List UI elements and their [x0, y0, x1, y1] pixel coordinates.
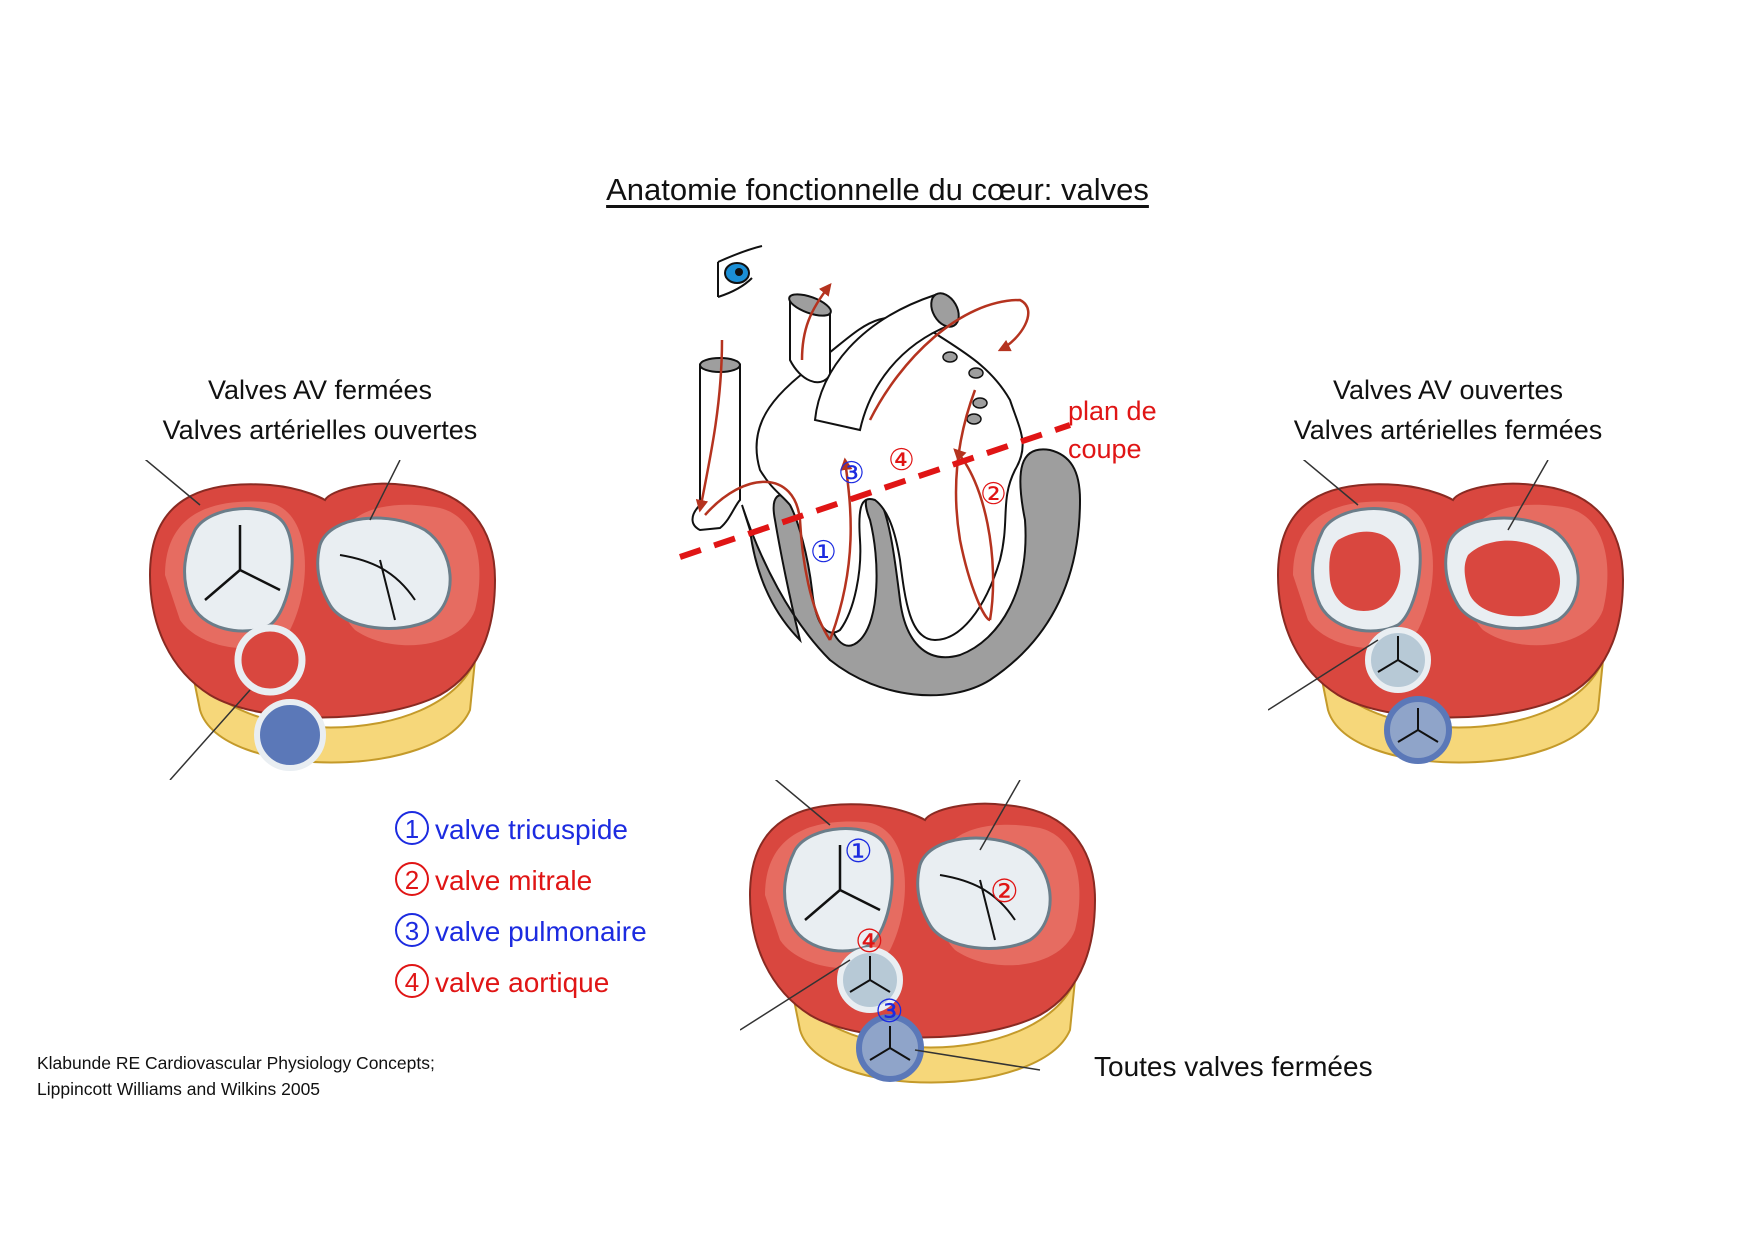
cross-section-right [1268, 460, 1625, 764]
heart-marker-2: ② [980, 478, 1007, 511]
reference-line2: Lippincott Williams and Wilkins 2005 [37, 1079, 321, 1099]
eye-icon [717, 245, 763, 298]
legend-text-tricuspid: valve tricuspide [435, 814, 628, 845]
bottom-marker-1: ① [844, 833, 873, 869]
reference-line1: Klabunde RE Cardiovascular Physiology Co… [37, 1053, 435, 1073]
heart-marker-4: ④ [888, 444, 915, 477]
bottom-marker-3: ③ [875, 993, 904, 1029]
pulmonary-valve-open [254, 699, 326, 771]
cross-section-bottom: ① ② ④ ③ [740, 780, 1097, 1084]
cross-section-left [144, 460, 497, 780]
blood-flow-arrows [695, 283, 1030, 641]
right-panel-caption-line2: Valves artérielles fermées [1293, 415, 1603, 445]
legend-text-mitral: valve mitrale [435, 865, 593, 896]
left-panel-caption: Valves AV fermées Valves artérielles ouv… [120, 370, 520, 450]
bottom-marker-4: ④ [855, 923, 884, 959]
legend-marker-1: 1 [395, 811, 429, 845]
heart-marker-1: ① [810, 536, 837, 569]
right-panel-caption-line1: Valves AV ouvertes [1332, 375, 1564, 405]
cut-plane-label-line1: plan de [1068, 396, 1157, 426]
legend-text-aortic: valve aortique [435, 967, 610, 998]
page-title-text: Anatomie fonctionnelle du cœur: valves [606, 172, 1149, 207]
aortic-valve-open [234, 624, 306, 696]
legend-marker-2: 2 [395, 862, 429, 896]
bottom-panel-caption: Toutes valves fermées [1094, 1051, 1373, 1082]
cut-plane-label: plan de coupe [1068, 392, 1157, 468]
legend-text-pulmonary: valve pulmonaire [435, 916, 647, 947]
cut-plane-label-line2: coupe [1068, 434, 1142, 464]
legend-marker-3: 3 [395, 913, 429, 947]
right-panel-caption: Valves AV ouvertes Valves artérielles fe… [1248, 370, 1648, 450]
legend-marker-4: 4 [395, 964, 429, 998]
left-panel-caption-line1: Valves AV fermées [207, 375, 433, 405]
heart-marker-3: ③ [838, 457, 865, 490]
page-title: Anatomie fonctionnelle du cœur: valves [0, 172, 1755, 208]
heart-section [691, 292, 1082, 697]
bottom-marker-2: ② [990, 873, 1019, 909]
reference-citation: Klabunde RE Cardiovascular Physiology Co… [37, 1050, 435, 1102]
left-panel-caption-line2: Valves artérielles ouvertes [162, 415, 478, 445]
cut-plane-line [679, 422, 1071, 560]
